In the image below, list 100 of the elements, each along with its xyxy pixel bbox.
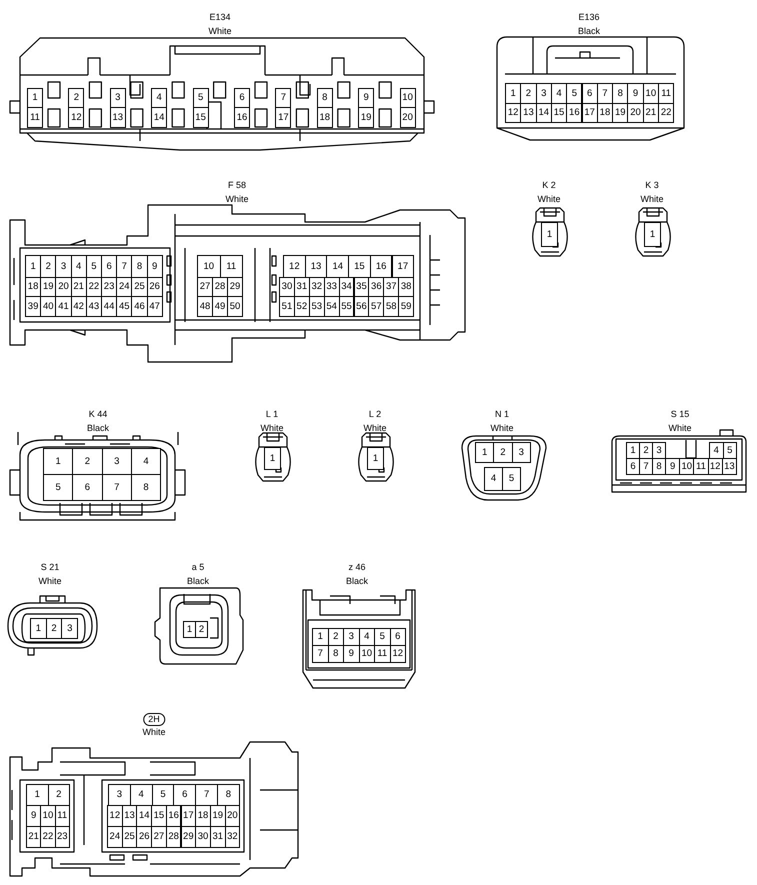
connector-color-label: Black xyxy=(187,576,209,587)
connector-color-label: White xyxy=(538,194,560,205)
pin-number-cell: 1 xyxy=(541,222,558,247)
connector-code: K 44 xyxy=(88,409,108,420)
pin-number-cell: 50 xyxy=(227,296,243,317)
pin-number-cell: 12 xyxy=(68,107,84,128)
pin-number-cell: 16 xyxy=(234,107,250,128)
pin-number-cell: 13 xyxy=(722,458,737,475)
connector-code: a 5 xyxy=(192,562,204,573)
pin-number-cell: 11 xyxy=(27,107,43,128)
connector-code: S 21 xyxy=(40,562,60,573)
connector-code: E136 xyxy=(578,12,600,23)
pin-number-cell: 1 xyxy=(264,447,281,470)
connector-code: K 3 xyxy=(645,180,659,191)
pin-number-cell: 2 xyxy=(68,88,84,108)
pin-number-cell: 28 xyxy=(166,826,182,848)
pin-number-cell: 39 xyxy=(25,296,42,317)
pin-number-cell: 11 xyxy=(220,255,243,278)
connector-color-label: White xyxy=(208,26,232,37)
pin-number-cell: 10 xyxy=(679,458,694,475)
pin-number-cell: 51 xyxy=(279,296,295,317)
pin-number-cell: 1 xyxy=(475,442,494,463)
connector-color-label: White xyxy=(364,423,386,434)
pin-number-cell: 16 xyxy=(370,255,392,278)
pin-number-cell: 22 xyxy=(658,103,674,123)
pin-number-cell: 8 xyxy=(316,88,333,108)
pin-number-cell: 23 xyxy=(54,826,70,848)
pin-number-cell: 1 xyxy=(27,88,43,108)
pin-number-cell: 48 xyxy=(197,296,213,317)
pin-number-cell: 8 xyxy=(130,474,162,501)
pin-number-cell: 4 xyxy=(484,467,503,491)
pin-number-cell: 9 xyxy=(146,255,163,278)
connector-color-label: White xyxy=(668,423,692,434)
pin-number-cell: 5 xyxy=(192,88,209,108)
connector-code: z 46 xyxy=(348,562,366,573)
connector-color-label: White xyxy=(226,194,248,205)
pin-number-cell: 11 xyxy=(693,458,709,475)
connector-color-label: Black xyxy=(346,576,368,587)
pin-number-cell: 19 xyxy=(358,107,374,128)
pin-number-cell: 1 xyxy=(183,621,196,638)
pin-number-cell: 17 xyxy=(392,255,414,278)
pin-number-cell: 9 xyxy=(665,458,680,475)
connector-code: L 1 xyxy=(266,409,278,420)
pin-number-cell: 1 xyxy=(25,255,42,278)
pin-number-cell: 12 xyxy=(505,103,522,123)
connector-color-label: Black xyxy=(578,26,600,37)
pin-number-cell: 1 xyxy=(644,222,661,247)
pin-number-cell: 5 xyxy=(566,83,582,104)
connector-color-label: White xyxy=(142,727,166,738)
pin-number-cell: 4 xyxy=(151,88,168,108)
connector-code: N 1 xyxy=(495,409,509,420)
pin-number-cell: 3 xyxy=(61,618,78,639)
pin-number-cell: 47 xyxy=(146,296,163,317)
pin-number-cell: 21 xyxy=(26,826,42,848)
pin-number-cell: 13 xyxy=(110,107,126,128)
pin-number-cell: 10 xyxy=(197,255,220,278)
pin-number-cell: 29 xyxy=(227,277,243,297)
pin-number-cell: 6 xyxy=(626,458,640,475)
pin-number-cell: 59 xyxy=(398,296,414,317)
connector-code: E134 xyxy=(209,12,231,23)
pin-number-cell: 17 xyxy=(275,107,292,128)
connector-color-label: Black xyxy=(87,423,109,434)
pin-number-cell: 3 xyxy=(110,88,126,108)
pin-number-cell: 6 xyxy=(234,88,250,108)
connector-color-label: White xyxy=(490,423,514,434)
connector-code: K 2 xyxy=(542,180,556,191)
pin-number-cell: 3 xyxy=(652,442,666,459)
pin-number-cell: 20 xyxy=(400,107,416,128)
pin-number-cell: 32 xyxy=(224,826,240,848)
connector-color-label: White xyxy=(38,576,62,587)
pin-number-cell: 9 xyxy=(358,88,374,108)
connector-color-label: White xyxy=(640,194,664,205)
pin-number-cell: 7 xyxy=(275,88,292,108)
pin-number-cell: 24 xyxy=(107,826,123,848)
pin-number-cell: 5 xyxy=(43,474,74,501)
pin-number-cell: 55 xyxy=(338,296,354,317)
pin-number-cell: 3 xyxy=(108,784,131,806)
pin-number-cell: 5 xyxy=(502,467,521,491)
pin-number-cell: 1 xyxy=(367,447,384,470)
pin-number-cell: 15 xyxy=(192,107,209,128)
pin-number-cell: 7 xyxy=(312,645,328,663)
pin-number-cell: 12 xyxy=(390,645,406,663)
pin-number-cell: 3 xyxy=(512,442,531,463)
connector-code: S 15 xyxy=(670,409,690,420)
pin-number-cell: 11 xyxy=(658,83,674,104)
pin-number-cell: 1 xyxy=(43,448,74,475)
pin-number-cell: 17 xyxy=(582,103,598,123)
connector-color-label: White xyxy=(260,423,284,434)
connector-code: L 2 xyxy=(368,409,382,420)
pin-number-cell: 38 xyxy=(398,277,414,297)
pin-number-cell: 2 xyxy=(195,621,208,638)
pin-number-cell: 1 xyxy=(26,784,48,806)
pin-number-cell: 2 xyxy=(48,784,70,806)
pin-number-cell: 4 xyxy=(130,448,162,475)
connector-code: F 58 xyxy=(228,180,246,191)
pin-number-cell: 18 xyxy=(316,107,333,128)
pin-number-cell: 10 xyxy=(400,88,416,108)
pin-number-cell: 16 xyxy=(566,103,582,123)
pin-number-cell: 8 xyxy=(217,784,240,806)
pin-number-cell: 14 xyxy=(151,107,168,128)
